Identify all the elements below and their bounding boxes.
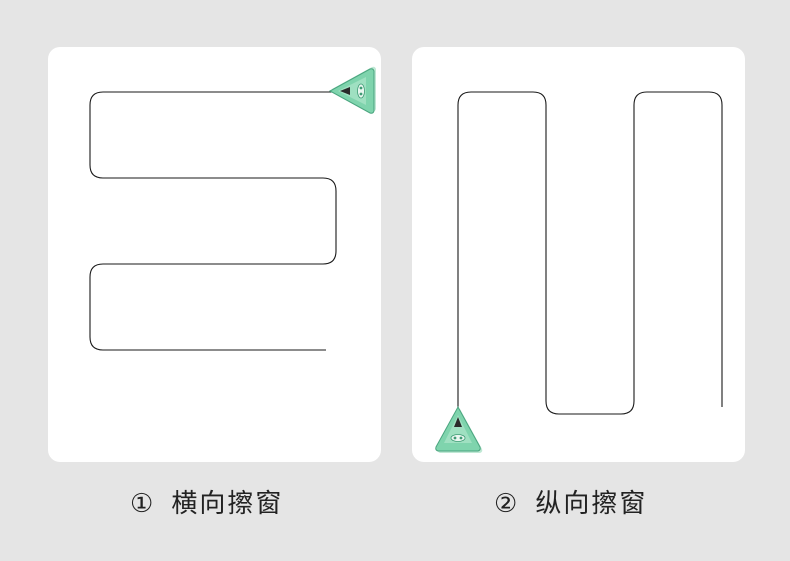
caption-number: ① <box>130 489 156 519</box>
horizontal-cleaning-caption: ① 横向擦窗 <box>130 486 283 522</box>
horizontal-path-diagram <box>89 91 337 351</box>
caption-label: 横向擦窗 <box>171 489 284 519</box>
horizontal-zigzag-path <box>89 91 337 351</box>
horizontal-cleaning-panel <box>48 47 381 462</box>
vertical-cleaning-caption: ② 纵向擦窗 <box>494 486 647 522</box>
window-cleaning-robot-icon <box>435 405 483 453</box>
caption-label: 纵向擦窗 <box>535 489 648 519</box>
window-cleaning-robot-icon <box>328 66 376 114</box>
vertical-path-diagram <box>457 91 723 415</box>
vertical-zigzag-path <box>457 91 723 415</box>
caption-number: ② <box>494 489 520 519</box>
vertical-cleaning-panel <box>412 47 745 462</box>
